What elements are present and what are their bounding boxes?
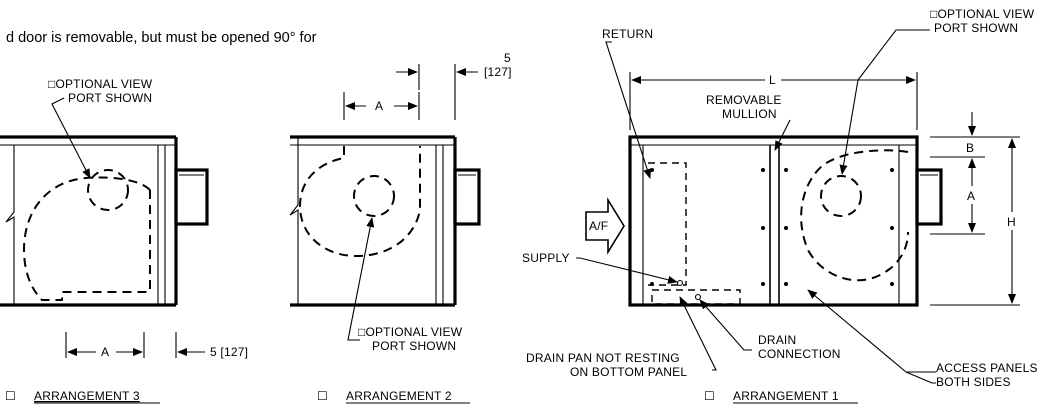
caption-checkbox: ☐ <box>5 389 16 403</box>
optional-view-label: □OPTIONAL VIEW <box>930 7 1035 21</box>
arrangement-1-caption: ARRANGEMENT 1 <box>733 389 839 403</box>
arrangement-1-drawing: A/F RETURN □OPTIONAL VIEW PORT SHOWN L R… <box>522 7 1038 404</box>
access-panels-label: ACCESS PANELS <box>936 361 1038 375</box>
airflow-arrow <box>585 197 625 255</box>
mullion-label: MULLION <box>722 107 777 121</box>
dim-b: B <box>966 141 974 155</box>
fan-scroll <box>298 146 421 258</box>
return-label: RETURN <box>602 27 653 41</box>
dim-5: 5 <box>504 51 511 65</box>
removable-label: REMOVABLE <box>706 93 782 107</box>
intro-text: d door is removable, but must be opened … <box>6 30 317 46</box>
fan-scroll <box>800 149 909 282</box>
dim-5-metric: [127] <box>484 65 512 79</box>
dim-a: A <box>967 189 975 203</box>
caption-checkbox: ☐ <box>704 389 715 403</box>
dim-a: A <box>375 99 383 113</box>
port-shown-label: PORT SHOWN <box>372 339 456 353</box>
arrangement-2-caption: ARRANGEMENT 2 <box>346 389 452 403</box>
arrangement-2-housing <box>289 135 481 307</box>
view-port <box>820 175 862 217</box>
drain-pan <box>651 289 741 305</box>
arrangement-3-drawing: □OPTIONAL VIEW PORT SHOWN A 5 [127] ☐ AR… <box>0 77 248 404</box>
view-port <box>87 169 129 211</box>
coil-outline <box>648 162 687 286</box>
drain-pan-label-2: ON BOTTOM PANEL <box>570 365 687 379</box>
port-shown-label: PORT SHOWN <box>934 21 1018 35</box>
optional-view-label: □OPTIONAL VIEW <box>48 77 153 91</box>
optional-view-label: □OPTIONAL VIEW <box>358 325 463 339</box>
connection-label: CONNECTION <box>758 347 841 361</box>
arrangement-1-housing <box>628 135 943 307</box>
arrangement-2-drawing: A 5 [127] □OPTIONAL VIEW PORT SHOWN ☐ AR… <box>289 51 512 404</box>
airflow-label: A/F <box>589 219 608 233</box>
both-sides-label: BOTH SIDES <box>936 375 1011 389</box>
arrangement-3-caption: ARRANGEMENT 3 <box>34 389 140 403</box>
arrangement-3-housing <box>0 135 209 307</box>
port-shown-label: PORT SHOWN <box>68 91 152 105</box>
supply-label: SUPPLY <box>522 251 570 265</box>
view-port <box>353 175 395 217</box>
drain-pan-label: DRAIN PAN NOT RESTING <box>526 351 680 365</box>
dim-5: 5 [127] <box>210 345 248 359</box>
caption-checkbox: ☐ <box>317 389 328 403</box>
dim-h: H <box>1007 215 1016 229</box>
drain-label: DRAIN <box>758 333 796 347</box>
dim-a: A <box>101 345 109 359</box>
fan-scroll <box>22 176 151 301</box>
dim-l: L <box>769 73 776 87</box>
